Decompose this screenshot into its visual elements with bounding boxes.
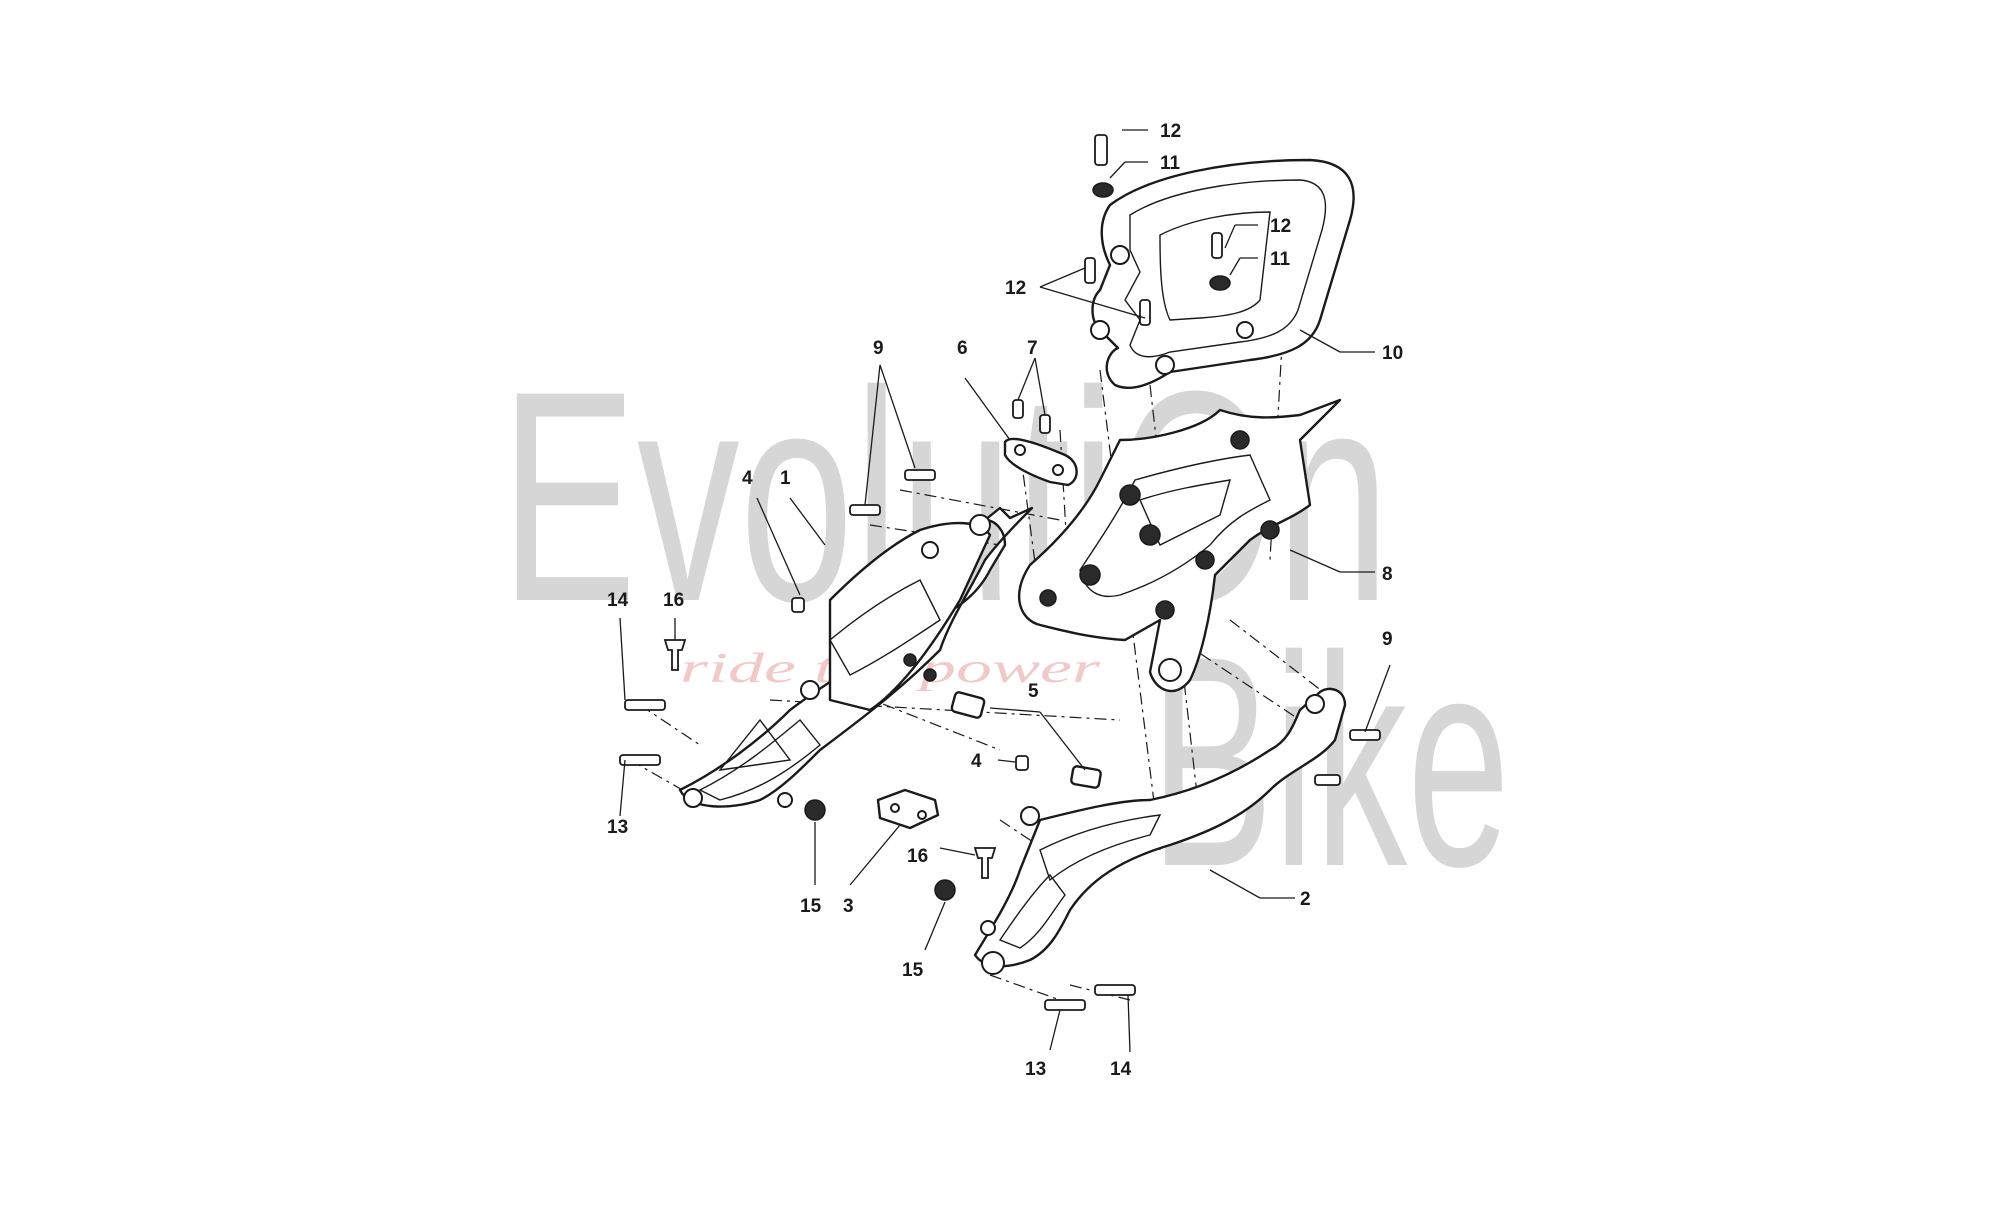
callout-8: 8 [1382,564,1393,585]
fasteners [619,134,1381,1011]
callout-16-center: 16 [907,846,928,867]
part-3-bracket [876,788,940,830]
callout-labels: 12 11 12 11 12 10 9 6 7 4 1 8 14 16 9 5 … [607,121,1403,1080]
watermark: EvolutiOn Bike ride the power [500,328,1510,929]
callout-10: 10 [1382,343,1403,364]
callout-12-right: 12 [1270,216,1291,237]
callout-1: 1 [780,468,791,489]
callout-9-top: 9 [873,338,884,359]
callout-12-top: 12 [1160,121,1181,142]
callout-14-left: 14 [607,590,629,611]
callout-11-right: 11 [1270,249,1291,270]
callout-9-right: 9 [1382,629,1393,650]
callout-13-left: 13 [607,817,628,838]
part-8-central-bracket [1017,398,1342,693]
callout-5: 5 [1028,681,1039,702]
part-5-clips [950,691,1102,789]
watermark-brand-line-2: Bike [1150,593,1510,929]
callout-14-bottom: 14 [1110,1059,1132,1080]
callout-13-bottom: 13 [1025,1059,1046,1080]
callout-3: 3 [843,896,854,917]
callout-6: 6 [957,338,968,359]
callout-leaders [619,129,1391,1053]
callout-15-center: 15 [902,960,924,981]
callout-12-left: 12 [1005,278,1026,299]
callout-2: 2 [1300,889,1311,910]
callout-4-center: 4 [971,751,982,772]
callout-16-left: 16 [663,590,684,611]
callout-7: 7 [1027,338,1038,359]
callout-4-left: 4 [742,468,753,489]
part-1-left-subframe [678,506,1034,808]
part-6-plate [1003,437,1078,487]
callout-11-top: 11 [1160,153,1181,174]
part-2-right-subframe [973,687,1347,975]
part-10-grab-rail [1090,158,1355,389]
callout-15-left: 15 [800,896,822,917]
